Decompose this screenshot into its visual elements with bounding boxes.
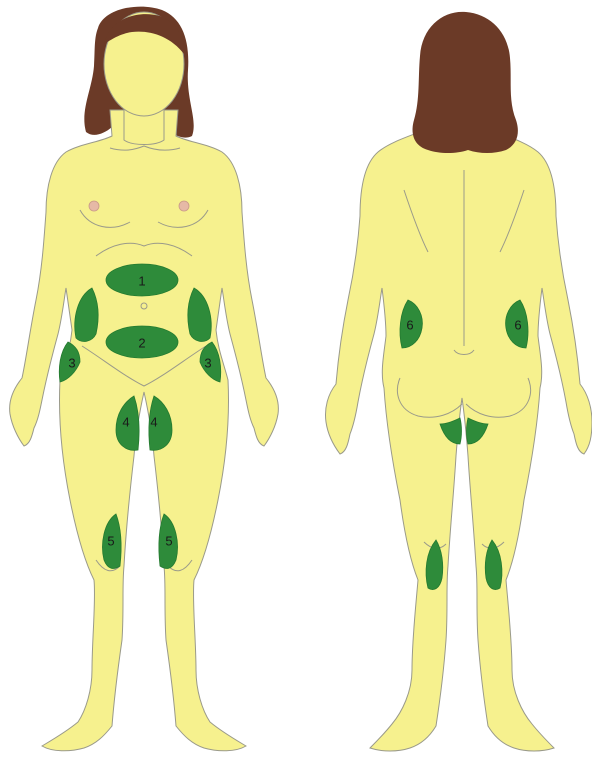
zone-4-right-label: 4 xyxy=(150,415,157,430)
back-hair xyxy=(413,12,518,153)
zone-3-left-label: 3 xyxy=(68,356,75,371)
front-nipple-right xyxy=(179,201,189,211)
zone-6-left-label: 6 xyxy=(406,318,413,333)
zone-2-label: 2 xyxy=(138,336,145,351)
back-figure: 6 6 xyxy=(325,12,592,751)
front-figure: 1 2 3 3 4 4 5 5 xyxy=(10,7,279,751)
zone-6-right-label: 6 xyxy=(514,318,521,333)
front-body xyxy=(10,110,279,751)
zone-3-right-label: 3 xyxy=(204,356,211,371)
zone-5-left-label: 5 xyxy=(107,534,114,549)
zone-5-right-label: 5 xyxy=(165,534,172,549)
front-nipple-left xyxy=(89,201,99,211)
zone-4-left-label: 4 xyxy=(122,415,129,430)
zone-1-label: 1 xyxy=(138,274,145,289)
